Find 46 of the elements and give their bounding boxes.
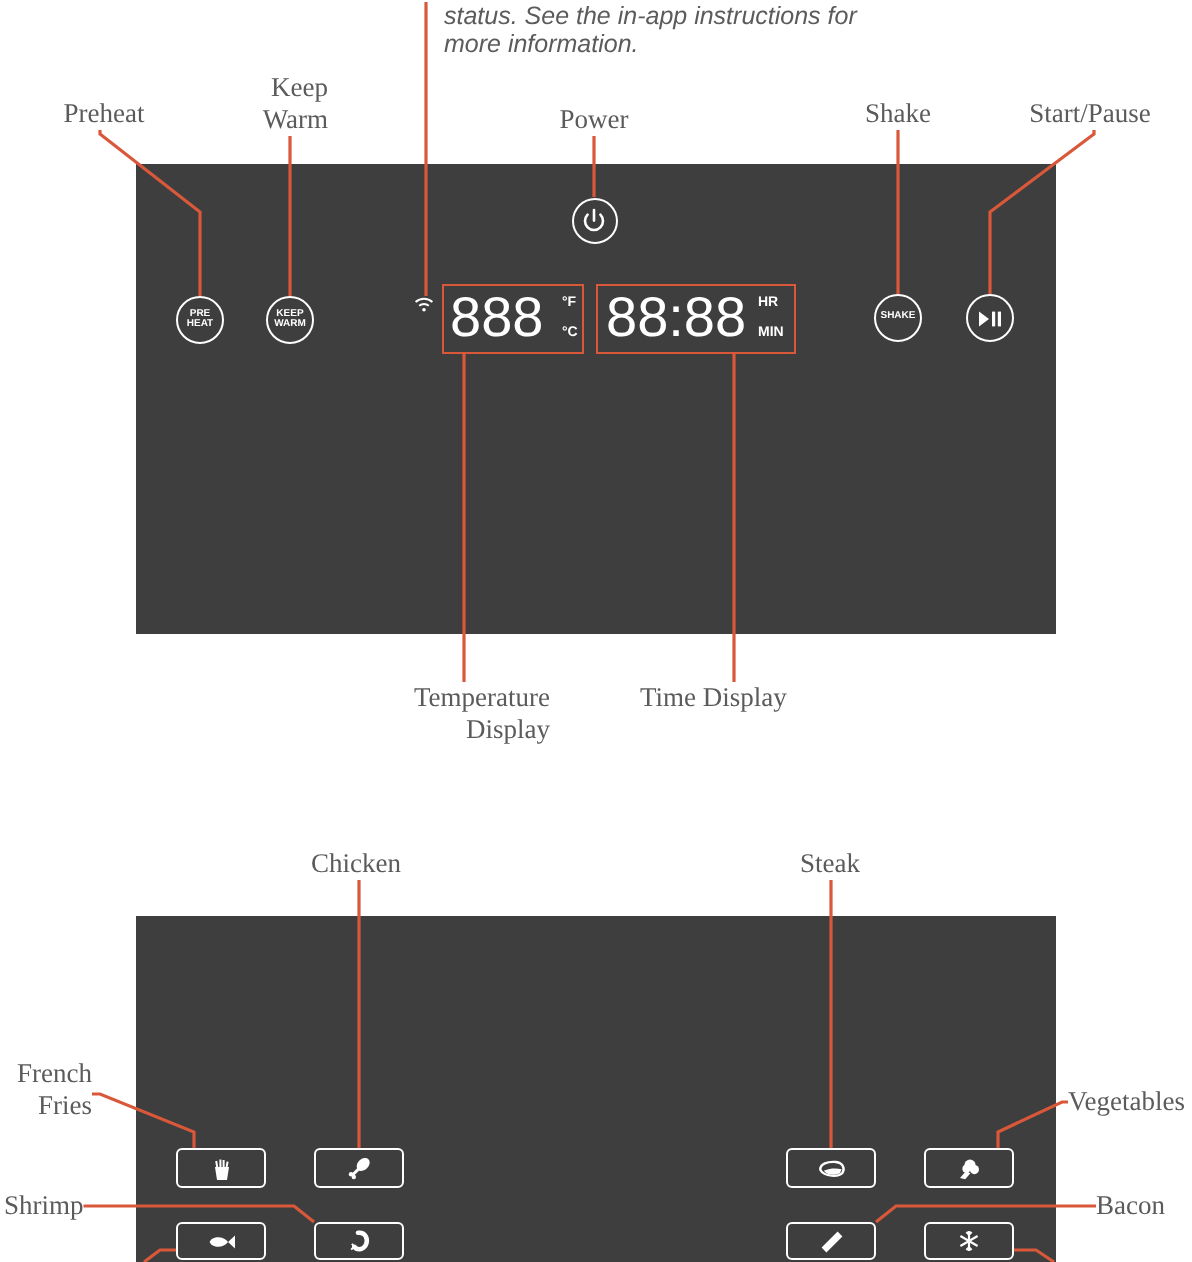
power-button (571, 197, 617, 243)
leader-line (1014, 1248, 1055, 1262)
info-note: status. See the in-app instructions for more information. (426, 2, 866, 58)
callout-label: Bacon (1096, 1190, 1165, 1222)
display-digits: 888 (450, 290, 544, 346)
temperature-display (442, 284, 584, 354)
preset-button (314, 1222, 404, 1260)
callout-label: Time Display (640, 682, 787, 714)
callout-label: Temperature Display (413, 682, 550, 746)
callout-label: Vegetables (1068, 1086, 1185, 1118)
leader-line (98, 130, 202, 296)
preset-button (786, 1148, 876, 1188)
callout-label: Start/Pause (1029, 98, 1151, 130)
callout-label: French Fries (17, 1058, 92, 1122)
start-pause-button (966, 294, 1014, 342)
callout-label: Keep Warm (262, 72, 328, 136)
leader-line (462, 354, 466, 682)
leader-line (829, 880, 833, 1148)
leader-line (896, 130, 900, 294)
leader-line (592, 136, 596, 197)
callout-label: Shrimp (4, 1190, 84, 1222)
leader-line (83, 1204, 315, 1224)
leader-line (875, 1204, 1096, 1224)
leader-line (357, 880, 361, 1148)
control-panel (136, 164, 1056, 634)
leader-line (996, 1100, 1068, 1148)
leader-line (732, 354, 736, 682)
display-digits: 88:88 (606, 290, 747, 346)
leader-line (143, 1248, 176, 1262)
preset-button (924, 1222, 1014, 1260)
callout-label: Power (559, 104, 629, 136)
callout-label: Shake (865, 98, 931, 130)
callout-label: Preheat (63, 98, 145, 130)
preset-button (924, 1148, 1014, 1188)
callout-label: Chicken (311, 848, 401, 880)
preset-button (786, 1222, 876, 1260)
time-display (596, 284, 796, 354)
preset-button (176, 1148, 266, 1188)
leader-line (92, 1092, 196, 1148)
callout-label: Steak (800, 848, 860, 880)
leader-line (288, 136, 292, 296)
leader-line (988, 130, 1096, 294)
leader-line (424, 0, 428, 296)
preset-button (176, 1222, 266, 1260)
control-panel (136, 916, 1056, 1262)
preset-button (314, 1148, 404, 1188)
